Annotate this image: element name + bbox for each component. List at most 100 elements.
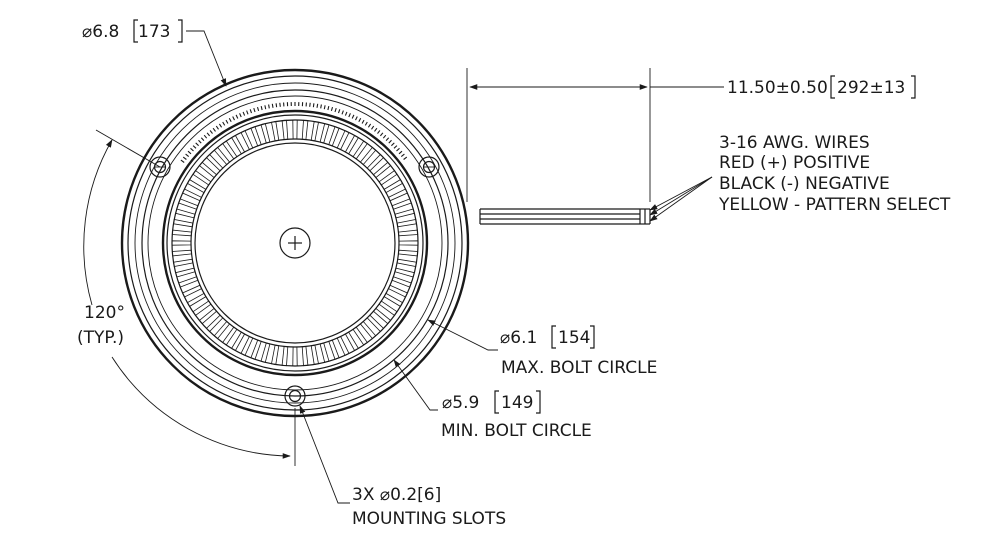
rim-lettering-mark — [271, 103, 274, 108]
cooling-fin — [396, 219, 417, 228]
rim-lettering-mark — [341, 110, 344, 115]
cooling-fin — [175, 267, 196, 278]
rim-lettering-mark — [391, 142, 395, 147]
cooling-fin — [178, 276, 199, 288]
rim-lettering-mark — [212, 127, 216, 132]
rim-lettering-mark — [327, 105, 330, 111]
max-bolt-circle-caption: MAX. BOLT CIRCLE — [501, 358, 657, 378]
rim-lettering-mark — [323, 105, 326, 110]
rim-lettering-mark — [400, 153, 405, 158]
cooling-fin — [281, 119, 289, 141]
wire-callout: 3-16 AWG. WIRES RED (+) POSITIVE BLACK (… — [649, 133, 951, 222]
rim-lettering-mark — [235, 114, 239, 119]
mounting-slots-line2: MOUNTING SLOTS — [352, 509, 506, 529]
max-bolt-circle-value: ⌀6.1 — [500, 328, 537, 348]
rim-lettering-mark — [225, 119, 229, 124]
rim-lettering-mark — [388, 139, 392, 144]
rim-lettering-mark — [268, 104, 270, 109]
cooling-fin — [250, 126, 262, 147]
outer-diameter-dimension: ⌀6.8 173 — [82, 19, 227, 87]
rim-lettering-mark — [195, 142, 199, 147]
cooling-fin — [301, 119, 309, 141]
rim-lettering-mark — [312, 103, 315, 108]
rim-lettering-mark — [377, 130, 381, 134]
fin-inner-edge — [190, 138, 400, 348]
rim-lettering-mark — [403, 156, 408, 160]
rim-lettering-mark — [260, 105, 263, 111]
front-view — [120, 68, 470, 418]
cooling-fin — [271, 344, 280, 365]
rim-lettering-mark — [264, 105, 267, 110]
rim-lettering-mark — [249, 109, 253, 114]
rim-lettering-mark — [198, 139, 202, 144]
rim-lettering-mark — [374, 127, 378, 132]
cooling-fin — [175, 208, 196, 219]
length-dimension: 11.50±0.50 292±13 — [466, 68, 916, 202]
cooling-fin — [301, 345, 309, 367]
cooling-fin — [260, 123, 271, 144]
wire-side-view — [479, 208, 651, 225]
cooling-fin — [250, 339, 262, 360]
mounting-slot-icon — [149, 156, 171, 178]
cooling-fin — [387, 284, 408, 298]
rim-lettering-mark — [232, 116, 235, 121]
cooling-fin — [240, 130, 254, 151]
outer-diameter-metric: 173 — [138, 22, 170, 42]
rim-lettering-mark — [180, 159, 185, 163]
cooling-fin — [260, 342, 271, 363]
cooling-fin — [336, 335, 350, 356]
length-value: 11.50±0.50 — [727, 78, 828, 98]
cooling-fin — [292, 119, 298, 140]
cooling-fin — [182, 284, 203, 298]
rim-lettering-mark — [358, 117, 362, 123]
rim-lettering — [180, 102, 408, 163]
rim-lettering-mark — [382, 134, 387, 139]
cooling-fin — [319, 123, 330, 144]
mounting-slots-line1: 3X ⌀0.2[6] — [352, 485, 441, 505]
min-bolt-circle-value: ⌀5.9 — [442, 393, 479, 413]
rim-lettering-mark — [379, 132, 384, 137]
rim-lettering-mark — [364, 121, 368, 126]
rim-lettering-mark — [192, 145, 197, 149]
cooling-fin — [173, 219, 194, 228]
cooling-fin — [281, 345, 289, 367]
rim-lettering-mark — [344, 111, 348, 116]
rim-lettering-mark — [361, 119, 365, 124]
rim-lettering-mark — [385, 137, 390, 141]
rim-lettering-mark — [185, 153, 190, 158]
max-bolt-circle-line — [134, 82, 456, 404]
cooling-fin — [271, 121, 280, 142]
rim-lettering-mark — [396, 147, 400, 152]
cooling-fin — [387, 188, 408, 202]
wires-line3: BLACK (-) NEGATIVE — [719, 174, 890, 194]
cooling-fin — [173, 258, 194, 267]
rim-lettering-mark — [228, 117, 232, 123]
length-metric: 292±13 — [837, 78, 905, 98]
angle-note: (TYP.) — [77, 328, 124, 348]
rim-lettering-mark — [309, 102, 311, 107]
rim-lettering-mark — [203, 134, 208, 139]
cooling-fin — [240, 335, 254, 356]
rim-lettering-mark — [253, 107, 256, 113]
cooling-fin — [292, 346, 298, 367]
cooling-fin — [391, 276, 412, 288]
min-bolt-circle-metric: 149 — [501, 393, 533, 413]
cooling-fin — [397, 249, 419, 257]
wires-line1: 3-16 AWG. WIRES — [719, 133, 870, 153]
rim-lettering-mark — [256, 106, 260, 112]
mounting-slot-icon — [418, 156, 440, 178]
rim-lettering-mark — [320, 104, 322, 109]
rim-lettering-mark — [222, 121, 226, 126]
lens-ring-2 — [166, 114, 424, 372]
wires-line4: YELLOW - PATTERN SELECT — [718, 195, 951, 215]
cooling-fin — [396, 258, 417, 267]
rim-lettering-mark — [371, 125, 375, 130]
rim-lettering-mark — [190, 147, 194, 152]
cooling-fin — [328, 339, 340, 360]
cooling-fin — [391, 198, 412, 210]
rim-lettering-mark — [187, 150, 192, 155]
rim-lettering-mark — [239, 113, 242, 118]
cooling-fin — [310, 344, 319, 365]
max-bolt-circle-dimension: ⌀6.1 154 MAX. BOLT CIRCLE — [427, 319, 657, 378]
